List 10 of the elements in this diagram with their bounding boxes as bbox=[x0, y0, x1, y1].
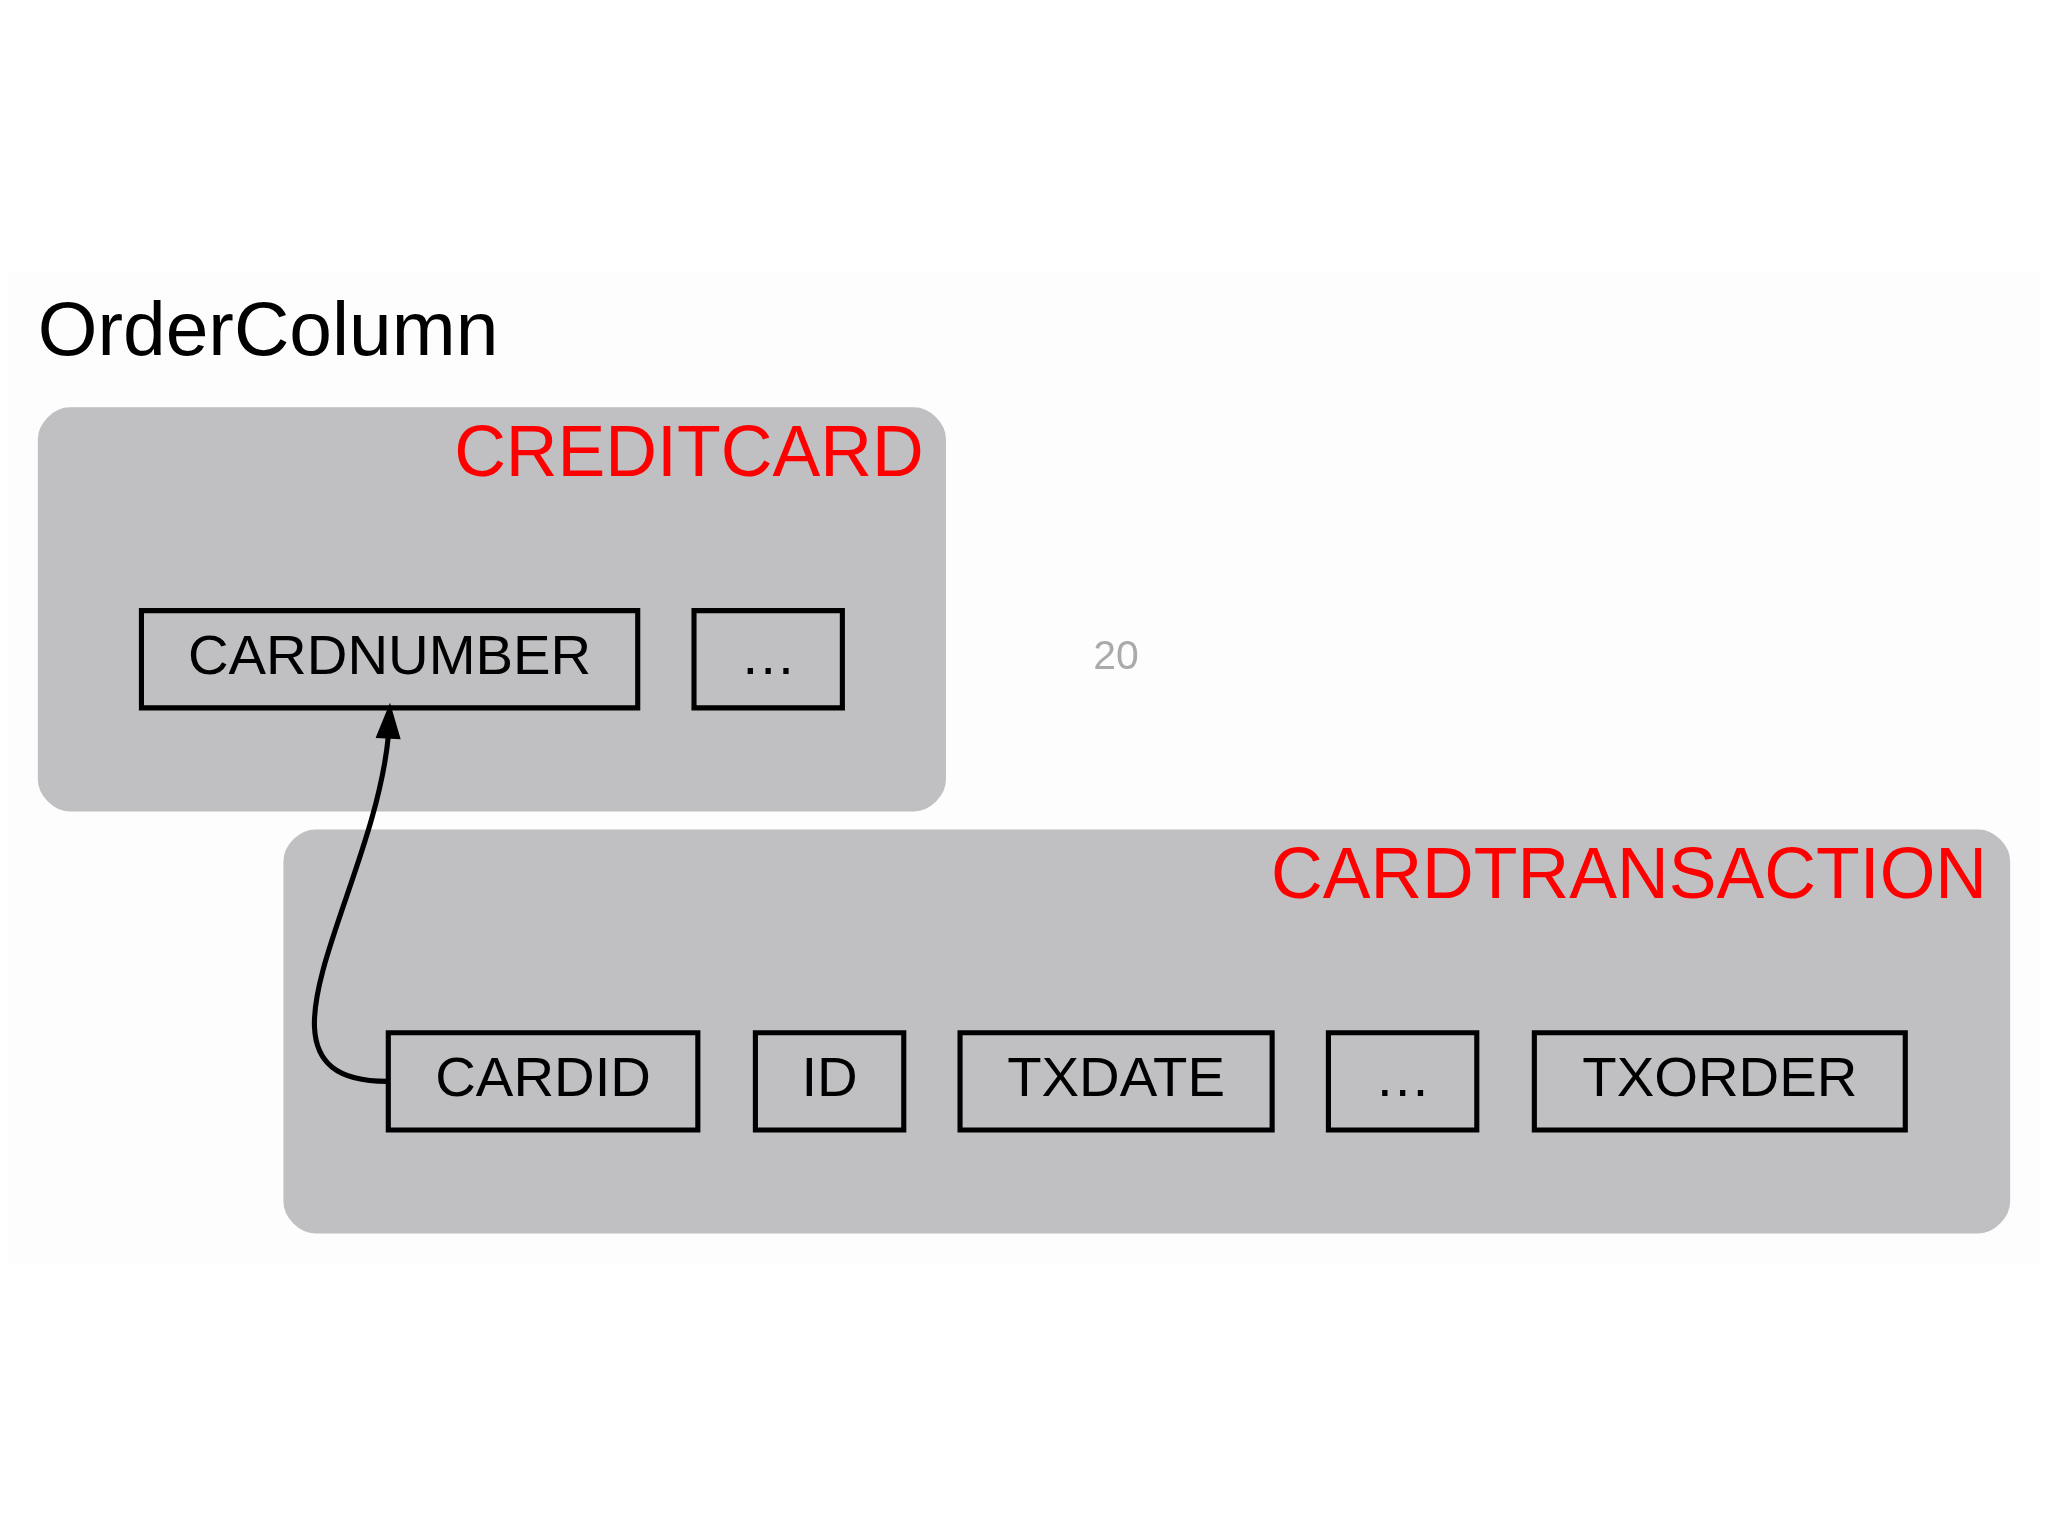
node-box: CARDNUMBER bbox=[138, 608, 641, 711]
diagram-title: OrderColumn bbox=[37, 285, 499, 371]
label: 20 bbox=[1093, 632, 1139, 678]
node-box: CARDID bbox=[385, 1030, 701, 1133]
node-box: TXORDER bbox=[1531, 1030, 1908, 1133]
node-box: … bbox=[1325, 1030, 1480, 1133]
node-box: TXDATE bbox=[957, 1030, 1275, 1133]
arrow bbox=[312, 702, 401, 1084]
node-box: ID bbox=[752, 1030, 907, 1133]
node-box: … bbox=[691, 608, 845, 711]
